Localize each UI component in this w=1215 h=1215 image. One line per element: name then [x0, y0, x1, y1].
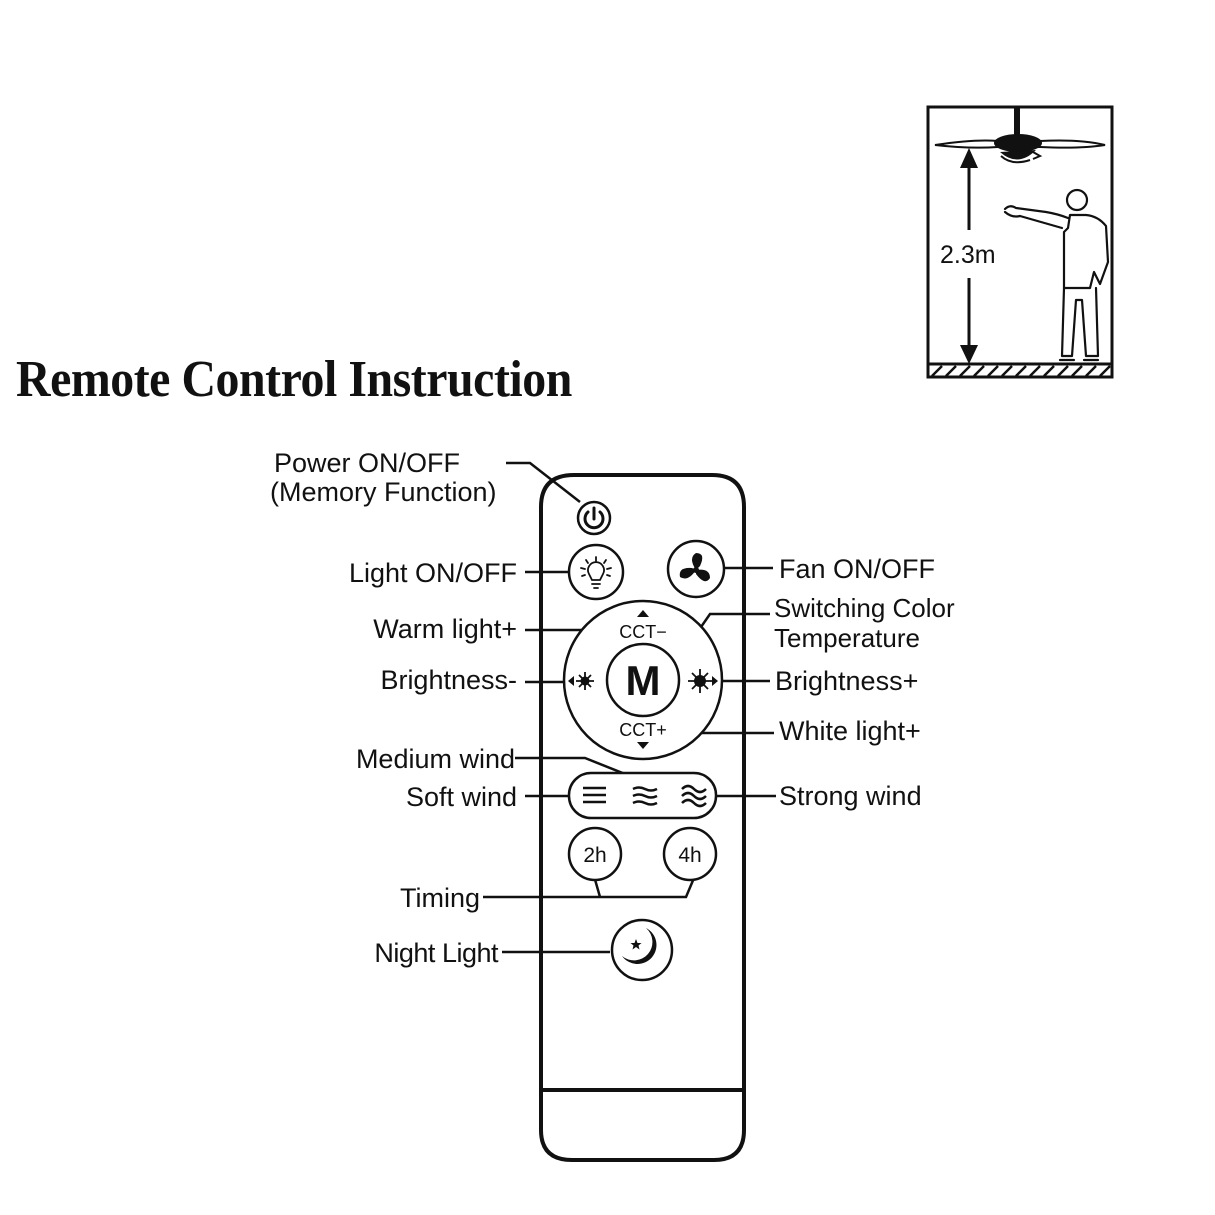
timer-2h-button[interactable]: 2h [567, 826, 623, 882]
power-button[interactable] [576, 500, 612, 536]
cct-plus-button[interactable]: CCT+ [619, 720, 667, 749]
fan-icon [679, 553, 710, 582]
strong-wind-button[interactable] [681, 784, 707, 808]
label-fan-onoff: Fan ON/OFF [779, 554, 936, 584]
light-bulb-icon [580, 556, 612, 589]
soft-wind-icon [583, 786, 606, 804]
page-title: Remote Control Instruction [16, 351, 572, 408]
timer-4h-label: 4h [678, 844, 701, 867]
label-soft-wind: Soft wind [405, 782, 517, 812]
brightness-minus-button[interactable] [568, 672, 594, 690]
label-timing: Timing [399, 883, 480, 913]
brightness-up-icon [688, 669, 718, 693]
label-switching-color: Switching Color Temperature [774, 595, 955, 651]
floor-hatch-icon [928, 362, 1112, 377]
medium-wind-icon [632, 786, 658, 806]
cct-minus-label: CCT− [619, 622, 667, 642]
night-light-button[interactable] [610, 918, 674, 982]
label-power-line1: Power ON/OFF [274, 448, 461, 478]
label-night-light: Night Light [374, 938, 498, 968]
installation-illustration: 2.3m [926, 105, 1114, 379]
label-switching-line1: Switching Color [774, 593, 955, 623]
power-icon [583, 506, 605, 530]
remote-body [539, 473, 746, 1162]
brightness-down-icon [568, 672, 594, 690]
height-label: 2.3m [940, 241, 996, 269]
light-button[interactable] [567, 543, 625, 601]
timer-2h-label: 2h [583, 844, 606, 867]
label-strong-wind: Strong wind [779, 781, 922, 811]
arrow-up-icon [637, 610, 649, 617]
label-light-onoff: Light ON/OFF [348, 558, 517, 588]
label-warm-light: Warm light+ [373, 614, 517, 644]
label-medium-wind: Medium wind [355, 744, 515, 774]
cct-plus-label: CCT+ [619, 720, 667, 740]
timer-4h-button[interactable]: 4h [662, 826, 718, 882]
label-brightness-minus: Brightness- [380, 665, 517, 695]
label-power: Power ON/OFF (Memory Function) [270, 450, 510, 506]
label-switching-line2: Temperature [774, 623, 920, 653]
moon-star-icon [622, 928, 657, 964]
strong-wind-icon [681, 784, 707, 808]
arrow-down-icon [637, 742, 649, 749]
illustration-frame [926, 105, 1114, 379]
label-power-line2: (Memory Function) [270, 477, 497, 507]
mode-button[interactable]: M [605, 642, 681, 718]
brightness-plus-button[interactable] [688, 669, 718, 693]
label-white-light: White light+ [779, 716, 921, 746]
fan-button[interactable] [666, 539, 726, 599]
mode-label: M [626, 657, 661, 704]
person-pointing-icon [1003, 188, 1110, 362]
label-brightness-plus: Brightness+ [775, 666, 919, 696]
soft-wind-button[interactable] [583, 786, 606, 804]
height-arrow-icon [960, 148, 978, 364]
ceiling-fan-icon [934, 108, 1106, 164]
medium-wind-button[interactable] [632, 786, 658, 806]
cct-minus-button[interactable]: CCT− [619, 610, 667, 642]
